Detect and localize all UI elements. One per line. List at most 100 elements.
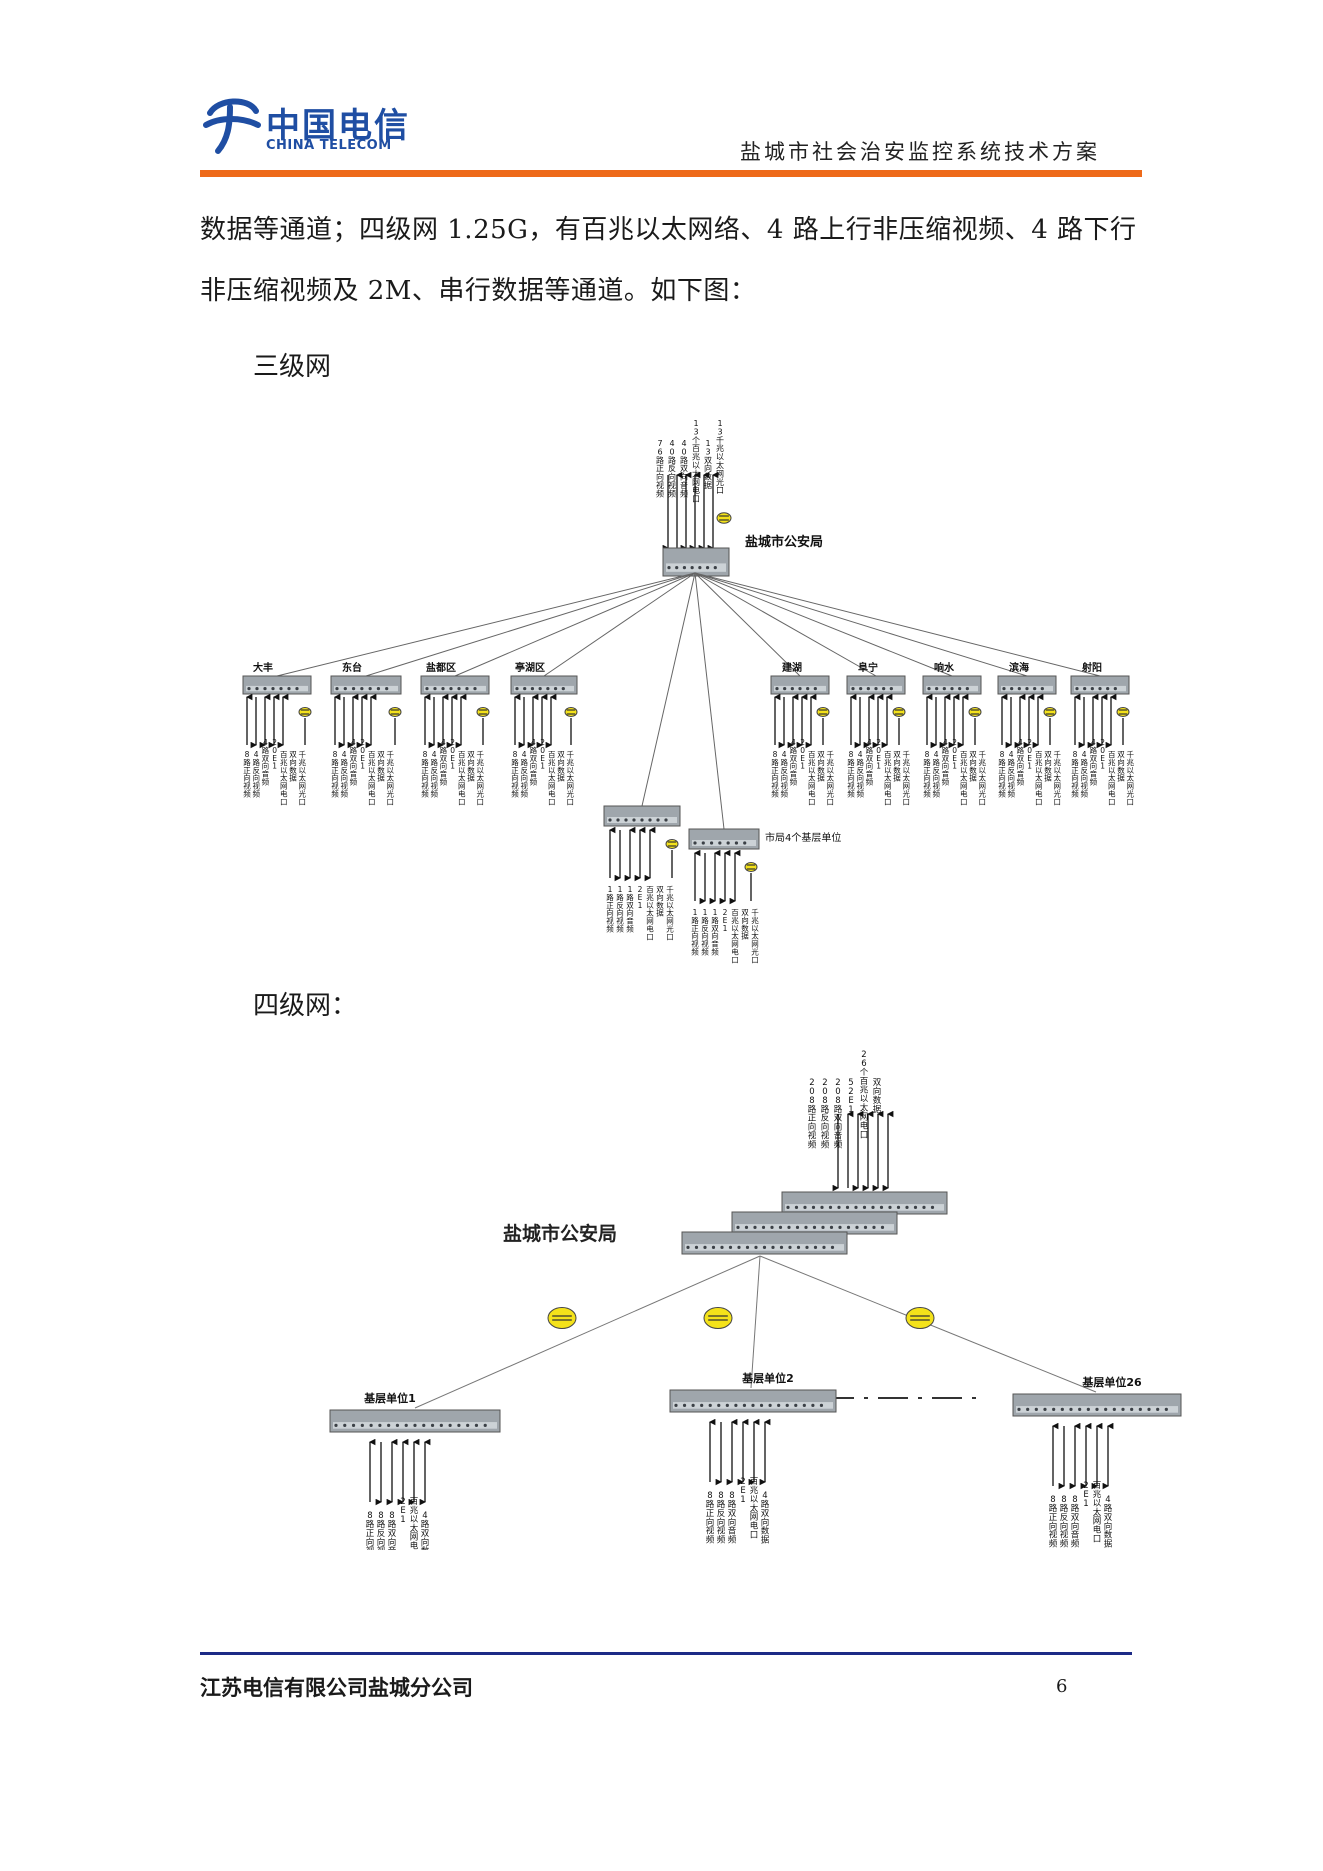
branch-3-port-label-char: 千 bbox=[566, 749, 574, 759]
page-number: 6 bbox=[1056, 1676, 1068, 1697]
branch-1-port-label-char: 口 bbox=[386, 797, 394, 806]
local-fiber-icon-1-ring bbox=[744, 862, 758, 872]
unit-1-port-label-char: 8 bbox=[707, 1491, 712, 1501]
branch-device-2-port bbox=[425, 687, 429, 691]
center3-port-label-char: 网 bbox=[692, 478, 700, 487]
branch-0-port-label-char: 向 bbox=[243, 773, 251, 783]
branch-device-7-port bbox=[1025, 687, 1029, 691]
branch-2-port-label-char: 兆 bbox=[458, 757, 466, 767]
branch-3-port-label-char: 频 bbox=[530, 776, 538, 786]
branch-3-port-label-char: 向 bbox=[557, 757, 565, 767]
unit-2-port-label-char: 8 bbox=[1050, 1495, 1055, 1505]
branch-0-port-label-char: 向 bbox=[252, 773, 260, 783]
center3-port-label-char: 双 bbox=[704, 456, 712, 465]
branch-6-port-label-char: 太 bbox=[960, 773, 968, 783]
branch-3-port-label: 百兆以太网电口 bbox=[548, 750, 556, 806]
local-1-port-label-char: 双 bbox=[711, 924, 719, 933]
unit-device-2-port bbox=[1112, 1407, 1116, 1411]
local-0-port-label-char: 1 bbox=[638, 901, 643, 910]
branch-2-port-label-char: 4 bbox=[432, 750, 437, 759]
branch-device-6-port bbox=[950, 687, 954, 691]
branch-8-port-label-char: 频 bbox=[1071, 788, 1079, 798]
branch-5-port-label-char: 频 bbox=[847, 788, 855, 798]
branch-4-port-label-char: 向 bbox=[790, 761, 798, 771]
branch-3-port-label-char: 双 bbox=[557, 750, 565, 759]
branch-device-3-port bbox=[530, 687, 535, 691]
center4-device-bottom-port bbox=[822, 1245, 826, 1249]
unit-2-port-label-char: 视 bbox=[1049, 1530, 1058, 1541]
center4-port-label-char: 5 bbox=[848, 1078, 853, 1088]
branch-0-port-label-char: 据 bbox=[289, 774, 297, 783]
branch-fiber-icon-1 bbox=[388, 707, 402, 717]
branch-0-port-label-char: 以 bbox=[280, 766, 288, 775]
local-0-port-label-char: 据 bbox=[656, 909, 664, 918]
unit-device-2-port bbox=[1164, 1407, 1168, 1411]
center4-device-mid-port bbox=[838, 1225, 842, 1229]
branch-2-port-label-char: 2 bbox=[450, 738, 455, 747]
center3-port-label-char: 4 bbox=[669, 439, 674, 448]
unit-1-port-label-char: 口 bbox=[750, 1531, 759, 1541]
center4-port-label-char: 频 bbox=[808, 1139, 817, 1150]
branch-1-port-label-char: 4 bbox=[342, 750, 347, 759]
local-0-port-label-char: 以 bbox=[666, 901, 674, 910]
branch-5-port-label-char: 路 bbox=[847, 757, 855, 767]
branch-7-port-label-char: 频 bbox=[1007, 788, 1015, 798]
branch-3-port-label-char: 4 bbox=[531, 738, 536, 747]
footer-rule bbox=[200, 1652, 1132, 1655]
center4-device-mid bbox=[731, 1211, 898, 1235]
branch-fiber-icon-7 bbox=[1043, 707, 1057, 717]
branch-4-port-label-char: 电 bbox=[808, 788, 816, 798]
center4-device-mid-port bbox=[829, 1225, 834, 1229]
branch-8-port-label-char: 数 bbox=[1117, 765, 1125, 775]
branch-6-port-label-char: 向 bbox=[969, 757, 977, 767]
unit-0-port-label-char: 兆 bbox=[410, 1505, 419, 1516]
branch-4-port-label-char: 4 bbox=[791, 738, 796, 747]
branch-0-port-label: 百兆以太网电口 bbox=[280, 750, 288, 806]
unit-device-2-port bbox=[1078, 1407, 1082, 1411]
center3-port-label-char: 视 bbox=[668, 480, 676, 490]
branch-8-port-label-char: 双 bbox=[1090, 754, 1098, 763]
branch-2-port-label-char: 网 bbox=[458, 782, 466, 791]
footer-company: 江苏电信有限公司盐城分公司 bbox=[200, 1675, 473, 1700]
branch-1-port-label-char: 百 bbox=[368, 750, 376, 759]
center4-label: 盐城市公安局 bbox=[503, 1222, 617, 1245]
branch-device-2-port bbox=[441, 687, 445, 691]
branch-2-port-label-char: 光 bbox=[476, 788, 484, 798]
branch-0-port-label-char: 电 bbox=[280, 788, 288, 798]
branch-5-port-label-char: 数 bbox=[893, 765, 901, 775]
local-0-port-label-char: 路 bbox=[616, 892, 624, 902]
branch-7-port-label-char: 路 bbox=[1017, 745, 1025, 755]
branch-device-1-port bbox=[385, 687, 389, 691]
local-0-port-label-char: 兆 bbox=[666, 892, 674, 902]
local-1-port-label-char: 路 bbox=[691, 915, 699, 925]
branch-6-port-label-char: 网 bbox=[960, 782, 968, 791]
branch-8-port-label-char: 向 bbox=[1071, 773, 1079, 783]
branch-8-port-label: 百兆以太网电口 bbox=[1108, 750, 1116, 806]
branch-label-4: 建湖 bbox=[781, 661, 802, 674]
center4-port-label-char: 8 bbox=[835, 1096, 840, 1106]
branch-2-port-label-char: 4 bbox=[441, 738, 446, 747]
branch-0-port-label-char: 4 bbox=[254, 750, 259, 759]
center4-device-bottom-port bbox=[813, 1245, 818, 1249]
branch-0-port-label-char: 正 bbox=[243, 766, 251, 775]
branch-6-port-label-char: 路 bbox=[942, 745, 950, 755]
branch-1-port-label-char: 1 bbox=[360, 762, 365, 771]
branch-7-port-label: 百兆以太网电口 bbox=[1035, 750, 1043, 806]
branch-5-port-label-char: 向 bbox=[893, 757, 901, 767]
branch-4-port-label-char: 4 bbox=[782, 750, 787, 759]
branch-4-port-label-char: 向 bbox=[771, 773, 779, 783]
branch-5-port-label-char: 2 bbox=[876, 738, 881, 747]
center4-device-mid-port bbox=[795, 1225, 800, 1229]
branch-device-3 bbox=[510, 675, 578, 695]
branch-1-port-label-char: 频 bbox=[350, 776, 358, 786]
branch-link-line bbox=[365, 572, 696, 677]
